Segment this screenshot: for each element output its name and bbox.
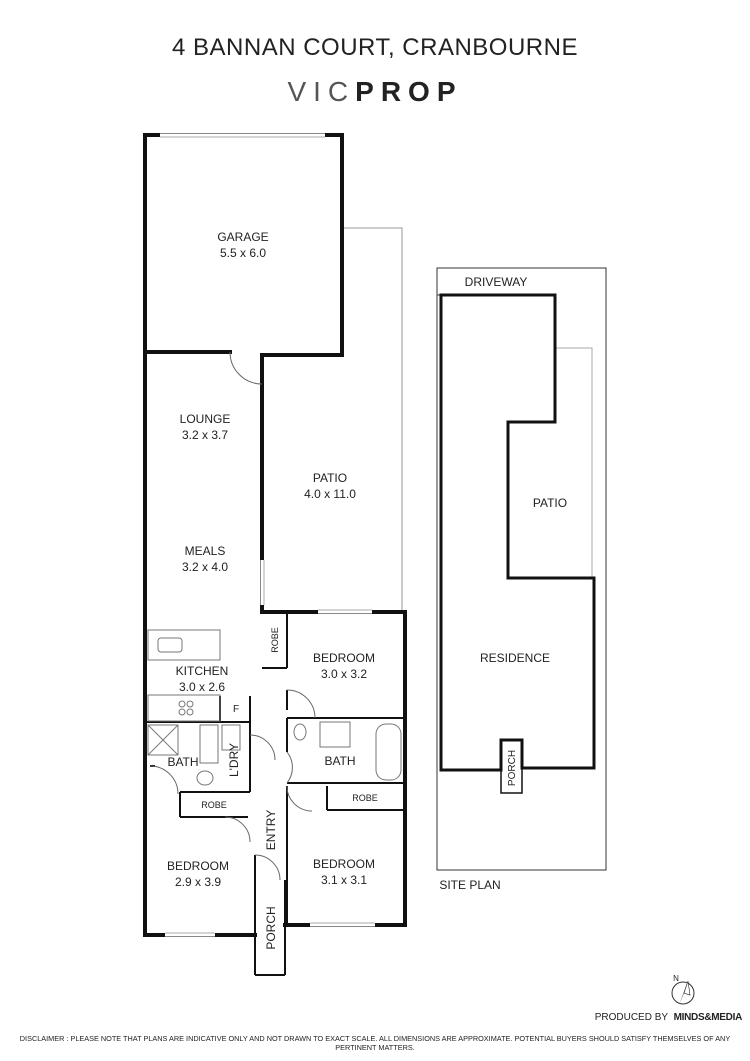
plan-label: 3.0 x 2.6 bbox=[179, 680, 225, 694]
plan-label: PORCH bbox=[264, 906, 278, 949]
plan-line bbox=[342, 227, 403, 612]
plan-label: L'DRY bbox=[227, 743, 241, 777]
plan-label: 3.2 x 4.0 bbox=[182, 560, 228, 574]
garage-size: 5.5 x 6.0 bbox=[220, 246, 266, 260]
shower-icon bbox=[147, 724, 179, 756]
plan-label: ROBE bbox=[201, 800, 227, 810]
bathtub-icon bbox=[375, 723, 402, 781]
plan-label: RESIDENCE bbox=[480, 651, 550, 665]
plan-label: 3.2 x 3.7 bbox=[182, 428, 228, 442]
page-title: 4 BANNAN COURT, CRANBOURNE bbox=[172, 34, 578, 61]
plan-label: PATIO bbox=[313, 471, 347, 485]
plan-label: 3.1 x 3.1 bbox=[321, 873, 367, 887]
room-labels: GARAGE 5.5 x 6.0 LOUNGE 3.2 x 3.7 MEALS … bbox=[167, 230, 378, 950]
plan-line: DRIVEWAY PATIO RESIDENCE SITE PLAN PORCH bbox=[439, 275, 567, 892]
plan-line bbox=[149, 765, 179, 795]
toilet-icon bbox=[196, 770, 214, 786]
laundry-tub-icon bbox=[221, 724, 241, 751]
plan-label: PORCH bbox=[507, 750, 518, 786]
plan-line bbox=[439, 293, 596, 772]
plan-line bbox=[186, 700, 194, 708]
plan-label: SITE PLAN bbox=[439, 878, 500, 892]
fixtures bbox=[147, 629, 402, 786]
plan-line bbox=[671, 981, 695, 1005]
plan-label: 4.0 x 11.0 bbox=[304, 487, 356, 501]
plan-line bbox=[178, 700, 186, 708]
window-lines bbox=[160, 136, 375, 934]
interior-walls bbox=[145, 612, 405, 976]
plan-label: N bbox=[673, 974, 679, 983]
plan-label: MEALS bbox=[185, 544, 226, 558]
compass-icon: N bbox=[671, 974, 695, 1005]
plan-line bbox=[147, 724, 179, 756]
vicprop-logo: VICPROP bbox=[287, 76, 463, 107]
plan-line bbox=[286, 751, 293, 784]
plan-line bbox=[436, 267, 607, 871]
plan-line bbox=[683, 980, 691, 996]
windows bbox=[160, 133, 375, 937]
plan-label: F bbox=[233, 704, 239, 715]
patio-outline bbox=[342, 227, 403, 612]
sink-icon bbox=[157, 637, 183, 653]
plan-label: BATH bbox=[167, 755, 198, 769]
vanity-icon bbox=[319, 721, 351, 748]
plan-label: DRIVEWAY bbox=[465, 275, 528, 289]
plan-line bbox=[286, 689, 316, 719]
plan-line bbox=[229, 351, 263, 385]
plan-label: PATIO bbox=[533, 496, 567, 510]
plan-line bbox=[249, 734, 276, 761]
plan-line bbox=[186, 708, 194, 716]
plan-line bbox=[555, 347, 593, 578]
disclaimer: DISCLAIMER : PLEASE NOTE THAT PLANS ARE … bbox=[19, 1034, 731, 1052]
plan-line bbox=[500, 739, 523, 794]
vanity-icon bbox=[199, 724, 219, 764]
producer-credit: PRODUCED BY MINDS&MEDIA bbox=[594, 1012, 743, 1023]
plan-label: BEDROOM bbox=[313, 651, 375, 665]
plan-label: LOUNGE bbox=[180, 412, 231, 426]
plan-line bbox=[286, 785, 313, 812]
plan-label: ROBE bbox=[270, 627, 280, 653]
site-plan: DRIVEWAY PATIO RESIDENCE SITE PLAN PORCH bbox=[436, 267, 607, 892]
plan-label: KITCHEN bbox=[176, 664, 229, 678]
plan-label: BEDROOM bbox=[313, 857, 375, 871]
plan-line bbox=[224, 816, 251, 843]
toilet-icon bbox=[293, 723, 307, 741]
plan-label: BEDROOM bbox=[167, 859, 229, 873]
kitchen-bench bbox=[147, 629, 221, 661]
plan-line bbox=[178, 708, 186, 716]
plan-line bbox=[254, 854, 281, 881]
garage-label: GARAGE bbox=[217, 230, 268, 244]
plan-label: ENTRY bbox=[264, 810, 278, 850]
cooktop-bench bbox=[147, 694, 221, 722]
plan-label: 3.0 x 3.2 bbox=[321, 667, 367, 681]
door-arcs bbox=[149, 351, 316, 881]
plan-label: 2.9 x 3.9 bbox=[175, 875, 221, 889]
plan-label: BATH bbox=[324, 754, 355, 768]
plan-label: ROBE bbox=[352, 793, 378, 803]
